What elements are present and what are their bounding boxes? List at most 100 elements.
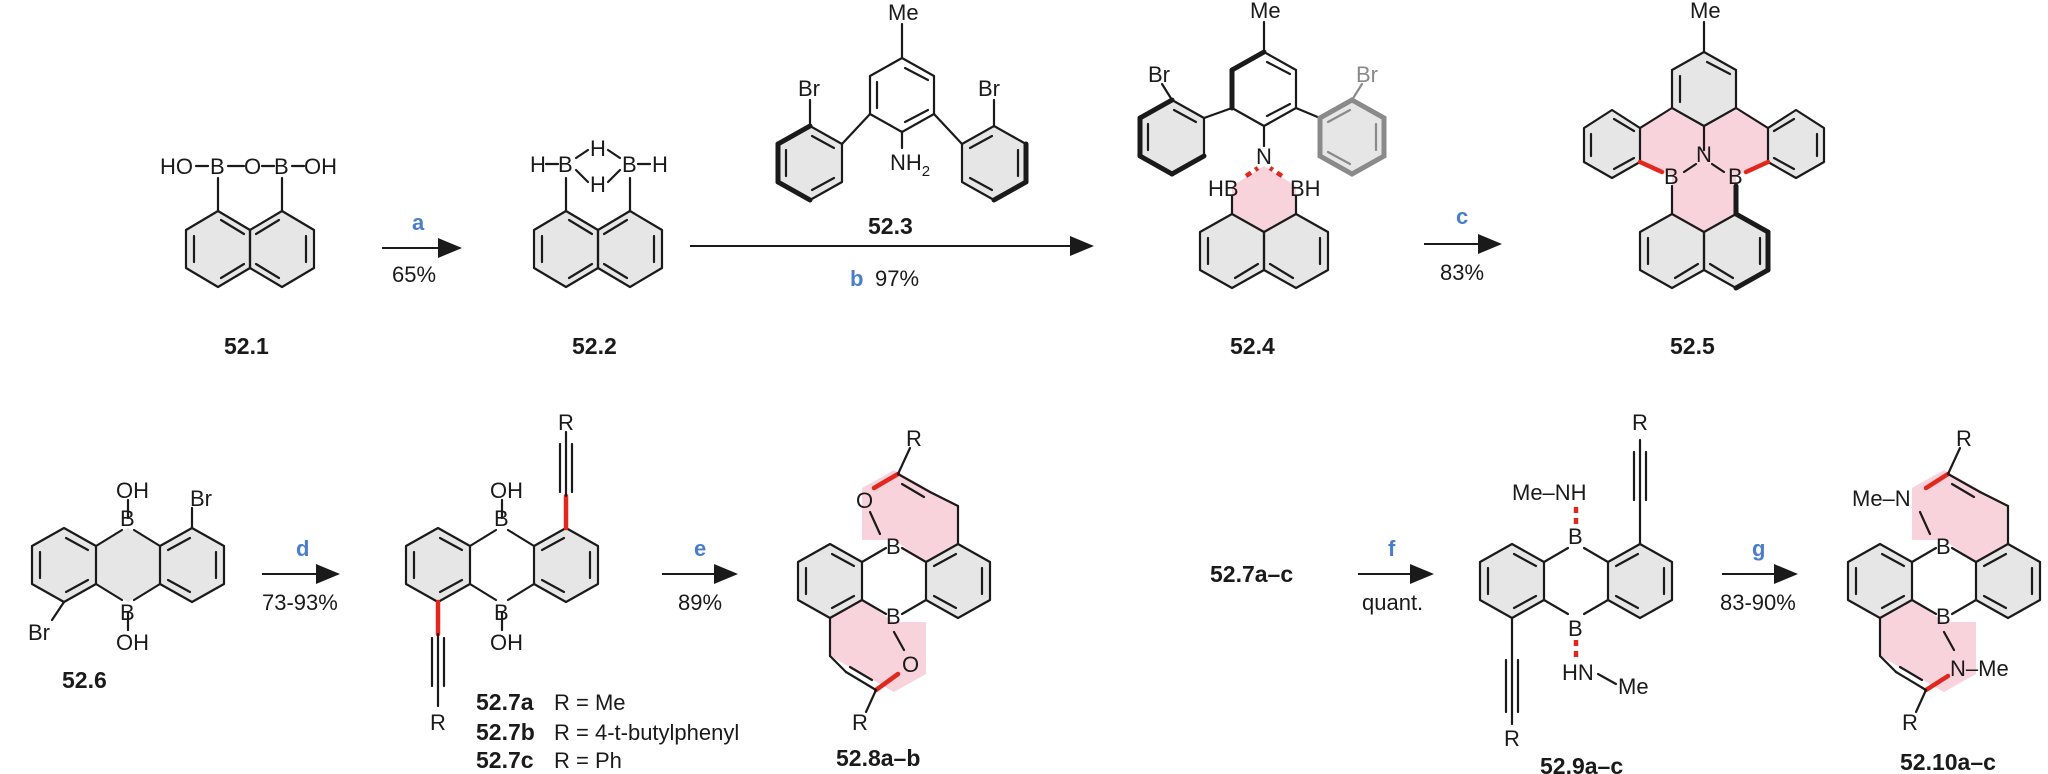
atom-B: B [1568,524,1583,549]
atom-R: R [1632,410,1648,435]
compound-52-5: B B N Me 52.5 [1582,0,1826,359]
compound-label: 52.7a [476,689,534,715]
atom-BH: BH [1290,176,1321,201]
atom-B: B [210,154,225,179]
step-yield: 65% [392,262,436,287]
atom-HB: HB [1208,176,1239,201]
compound-label: 52.5 [1670,333,1715,359]
atom-OH: OH [304,154,337,179]
step-yield: 89% [678,590,722,615]
atom-B: B [558,152,573,177]
compound-label: 52.4 [1230,333,1275,359]
atom-MeNH: Me–NH [1512,480,1587,505]
atom-R: R [1956,426,1972,451]
compound-label: 52.2 [572,333,617,359]
atom-R: R [852,710,868,735]
atom-B: B [494,506,509,531]
reaction-arrow-g: g 83-90% [1720,536,1798,615]
r-group-label: R = 4-t-butylphenyl [554,720,739,745]
compound-label: 52.7b [476,719,535,745]
atom-Br: Br [978,76,1000,101]
atom-H: H [590,136,606,161]
step-yield: 73-93% [262,590,338,615]
atom-B: B [120,600,135,625]
atom-NH2: NH2 [890,150,930,180]
step-letter: e [694,536,706,561]
atom-Me: Me [888,0,919,25]
atom-Br: Br [798,76,820,101]
atom-H: H [590,172,606,197]
atom-B: B [494,600,509,625]
step-letter: b [850,266,863,291]
atom-B: B [120,506,135,531]
compound-label: 52.7a–c [1210,561,1293,587]
compound-52-10: B B Me–N R N–Me R 52.10a–c [1846,426,2042,774]
atom-R: R [1902,710,1918,735]
atom-H: H [652,152,668,177]
compound-52-1: B B O HO OH 52.1 [160,154,337,359]
atom-O: O [244,154,261,179]
atom-R: R [558,410,574,435]
atom-N: N [1696,142,1712,167]
atom-Me: Me [1690,0,1721,23]
atom-Br: Br [1148,62,1170,87]
compound-label: 52.10a–c [1900,749,1996,774]
compound-label: 52.9a–c [1540,753,1623,774]
atom-B: B [1728,164,1743,189]
atom-B: B [274,154,289,179]
reaction-arrow-e: e 89% [662,536,738,615]
atom-O: O [902,652,919,677]
atom-N: N [1256,144,1272,169]
compound-label: 52.3 [868,213,913,239]
compound-label: 52.8a–b [836,745,920,771]
atom-NMe: N–Me [1950,656,2009,681]
atom-R: R [430,710,446,735]
atom-OH: OH [116,478,149,503]
step-letter: a [412,210,425,235]
atom-OH: OH [116,630,149,655]
atom-B: B [1936,534,1951,559]
reaction-arrow-d: d 73-93% [262,536,340,615]
atom-R: R [1504,726,1520,751]
atom-OH: OH [490,478,523,503]
atom-HN: HN [1562,660,1594,685]
step-yield: 97% [875,266,919,291]
compound-52-8: B B O R O R 52.8a–b [796,426,992,771]
step-letter: f [1388,536,1396,561]
reaction-arrow-b: b 97% [690,236,1094,291]
atom-HO: HO [160,154,193,179]
atom-Br: Br [190,486,212,511]
reaction-arrow-f: 52.7a–c f quant. [1210,536,1434,615]
compound-52-7: B B OH OH R R 52.7a R = Me 52.7b R = 4-t… [404,410,739,773]
step-letter: d [296,536,309,561]
compound-52-6: B B OH OH Br Br 52.6 [28,478,226,693]
compound-52-9: B B Me–NH HN Me R R 52.9a–c [1478,410,1674,774]
compound-label: 52.6 [62,667,107,693]
r-group-label: R = Ph [554,748,622,773]
compound-52-3: Me NH2 Br Br 52.3 [775,0,1029,239]
reaction-arrow-c: c 83% [1424,204,1502,285]
atom-Me: Me [1250,0,1281,23]
compound-52-2: B B H H H H 52.2 [530,136,668,359]
atom-OH: OH [490,630,523,655]
step-letter: g [1752,536,1765,561]
atom-H: H [530,152,546,177]
r-group-label: R = Me [554,690,626,715]
atom-Br: Br [1356,62,1378,87]
atom-O: O [856,488,873,513]
atom-R: R [906,426,922,451]
compound-52-4: HB BH N Me Br Br 52.4 [1137,0,1387,359]
compound-label: 52.1 [224,333,269,359]
compound-label: 52.7c [476,747,534,773]
step-yield: 83% [1440,260,1484,285]
reaction-arrow-a: a 65% [382,210,462,287]
step-letter: c [1456,204,1468,229]
atom-B: B [886,534,901,559]
atom-B: B [1664,164,1679,189]
atom-B: B [1936,604,1951,629]
step-yield: quant. [1362,590,1423,615]
atom-B: B [1568,616,1583,641]
step-yield: 83-90% [1720,590,1796,615]
atom-Br: Br [28,620,50,645]
